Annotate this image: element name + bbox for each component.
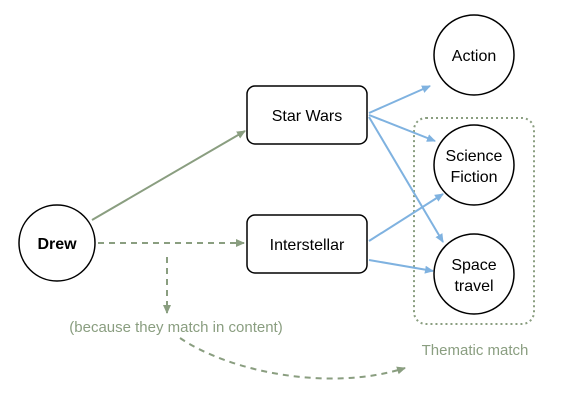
- node-interstellar-label: Interstellar: [270, 237, 345, 254]
- edge-interstellar-spacetravel: [368, 259, 434, 274]
- edge-note-to-thematic: [179, 337, 406, 380]
- node-science-fiction-label-line2: Fiction: [450, 169, 497, 186]
- edge-starwars-spacetravel: [368, 116, 444, 243]
- node-star-wars-label: Star Wars: [272, 108, 343, 125]
- node-space-travel: Space travel: [433, 233, 515, 315]
- node-interstellar: Interstellar: [246, 214, 368, 274]
- node-drew-label: Drew: [37, 236, 77, 253]
- node-space-travel-label-line2: travel: [454, 278, 493, 295]
- node-star-wars: Star Wars: [246, 85, 368, 145]
- thematic-match-label: Thematic match: [422, 342, 529, 359]
- node-action: Action: [433, 14, 515, 96]
- edge-starwars-scifi: [368, 114, 436, 142]
- node-science-fiction: Science Fiction: [433, 124, 515, 206]
- edge-interstellar-scifi: [368, 193, 444, 242]
- node-space-travel-label-line1: Space: [451, 257, 496, 274]
- thematic-match-group: [413, 117, 535, 325]
- because-note: (because they match in content): [69, 319, 282, 336]
- edge-drew-starwars: [91, 130, 246, 221]
- node-drew: Drew: [18, 204, 96, 282]
- edge-starwars-action: [368, 85, 431, 114]
- node-action-label: Action: [452, 48, 496, 65]
- node-science-fiction-label-line1: Science: [446, 148, 503, 165]
